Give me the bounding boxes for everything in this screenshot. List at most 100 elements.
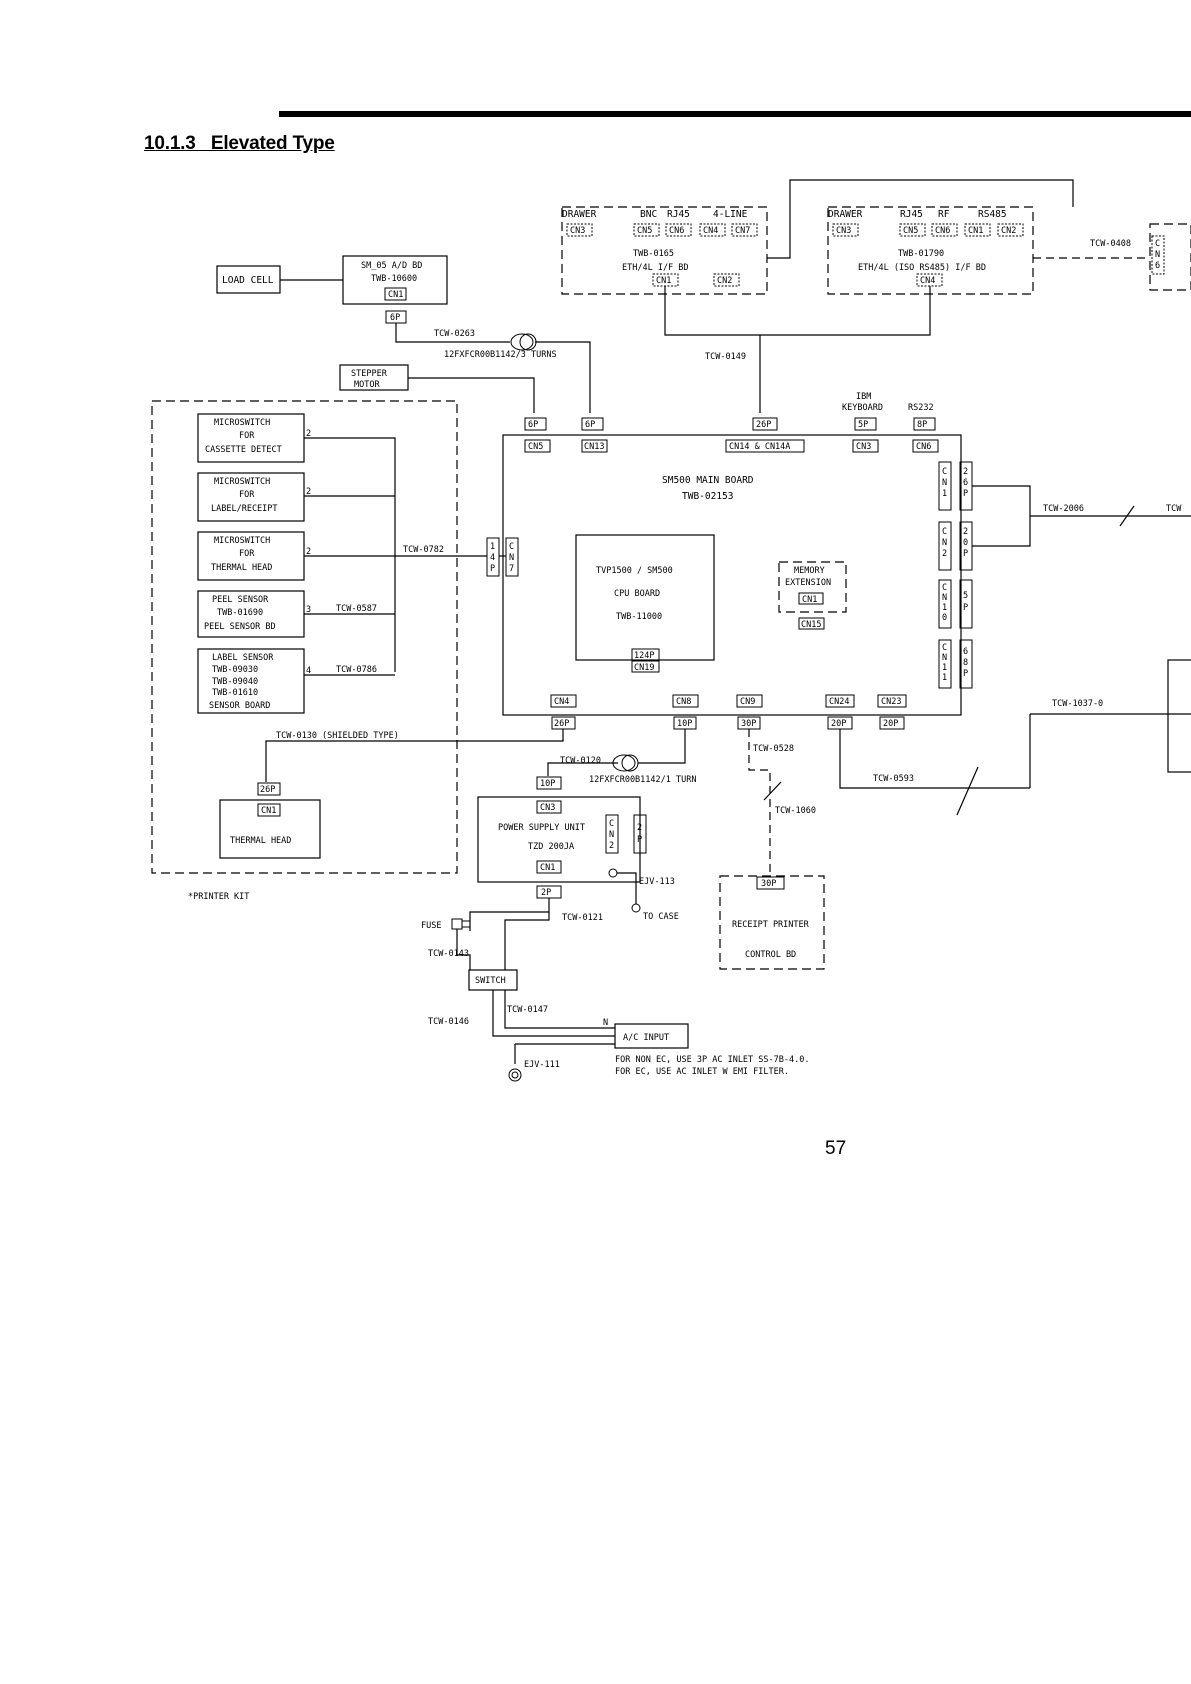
psu-model: TZD 200JA xyxy=(528,842,574,852)
ground-label: EJV-111 xyxy=(524,1060,560,1070)
label: RS485 xyxy=(978,209,1007,220)
svg-text:0: 0 xyxy=(942,613,947,623)
connector-label: CN19 xyxy=(634,663,654,673)
text: FOR xyxy=(239,490,255,500)
label: 4-LINE xyxy=(713,209,748,220)
label: RF xyxy=(938,209,950,220)
svg-text:2: 2 xyxy=(963,467,968,477)
cable-label: TCW-0149 xyxy=(705,352,746,362)
pin-label: 2 xyxy=(306,429,311,439)
connector-label: CN1 xyxy=(968,226,983,236)
cable-label: TCW-0130 (SHIELDED TYPE) xyxy=(276,731,399,741)
svg-text:N: N xyxy=(942,653,947,663)
part-number: TWB-01790 xyxy=(898,249,944,259)
svg-text:2: 2 xyxy=(942,549,947,559)
connector-label: C xyxy=(1155,239,1160,249)
cable-label: TCW-0147 xyxy=(507,1005,548,1015)
pin-label: 26P xyxy=(756,420,771,430)
text: MICROSWITCH xyxy=(214,536,270,546)
ferrite-label: 12FXFCR00B1142/1 TURN xyxy=(589,775,696,785)
pin-label: 1 xyxy=(490,542,495,552)
svg-text:P: P xyxy=(637,835,642,845)
fuse-label: FUSE xyxy=(421,921,441,931)
ac-note-2: FOR EC, USE AC INLET W EMI FILTER. xyxy=(615,1067,789,1077)
connector-label: CN1 xyxy=(261,806,276,816)
svg-text:7: 7 xyxy=(509,564,514,574)
ground-label: TO CASE xyxy=(643,912,679,922)
cable-label: TCW-0263 xyxy=(434,329,475,339)
label: RJ45 xyxy=(667,209,690,220)
svg-text:C: C xyxy=(942,527,947,537)
label: BNC xyxy=(640,209,657,220)
section-heading: 10.1.3 Elevated Type xyxy=(144,133,335,154)
connector-label: CN9 xyxy=(740,697,755,707)
text: LABEL/RECEIPT xyxy=(211,504,278,514)
label: DRAWER xyxy=(562,209,597,220)
connector-label: CN23 xyxy=(881,697,901,707)
cable-label: TCW-0143 xyxy=(428,949,469,959)
svg-text:N: N xyxy=(942,538,947,548)
text: TWB-01690 xyxy=(217,608,263,618)
ad-board-part: TWB-10600 xyxy=(371,274,417,284)
ac-note: FOR NON EC, USE 3P AC INLET SS-7B-4.0. xyxy=(615,1055,809,1065)
thermal-head-label: THERMAL HEAD xyxy=(230,836,291,846)
pin-label: 10P xyxy=(677,719,692,729)
ad-board-name: SM_05 A/D BD xyxy=(361,261,422,271)
label: RJ45 xyxy=(900,209,923,220)
connector-label: CN14 & CN14A xyxy=(729,442,790,452)
pin-label: 3 xyxy=(306,605,311,615)
svg-text:6: 6 xyxy=(963,647,968,657)
connector-label: CN3 xyxy=(836,226,851,236)
svg-text:1: 1 xyxy=(942,663,947,673)
ac-input-label: A/C INPUT xyxy=(623,1033,669,1043)
connector-label: CN4 xyxy=(703,226,718,236)
text: PEEL SENSOR xyxy=(212,595,269,605)
text: RS232 xyxy=(908,403,934,413)
peel-sensor: PEEL SENSOR TWB-01690 PEEL SENSOR BD xyxy=(197,590,305,638)
connector-label: CN15 xyxy=(801,620,821,630)
pin-label: 8P xyxy=(917,420,927,430)
eth-board-twb0165: DRAWER BNC RJ45 4-LINE CN3 CN5 CN6 CN4 C… xyxy=(561,206,768,295)
text: SENSOR BOARD xyxy=(209,701,270,711)
microswitch-thermal-head: MICROSWITCH FOR THERMAL HEAD xyxy=(197,531,305,581)
cpu-label: TVP1500 / SM500 xyxy=(596,566,673,576)
psu-label: POWER SUPPLY UNIT xyxy=(498,823,585,833)
connector-label: CN7 xyxy=(735,226,750,236)
text: TWB-01610 xyxy=(212,688,258,698)
svg-text:C: C xyxy=(942,643,947,653)
text: MICROSWITCH xyxy=(214,477,270,487)
text: KEYBOARD xyxy=(842,403,883,413)
switch-label: SWITCH xyxy=(475,976,506,986)
text: FOR xyxy=(239,549,255,559)
printer-kit-label: *PRINTER KIT xyxy=(188,892,249,902)
main-board-part: TWB-02153 xyxy=(682,491,733,502)
svg-text:1: 1 xyxy=(942,603,947,613)
main-board-name: SM500 MAIN BOARD xyxy=(662,475,754,486)
ferrite-label: 12FXFCR00B1142/3 TURNS xyxy=(444,350,557,360)
eth-board-twb01790: DRAWER RJ45 RF RS485 CN3 CN5 CN6 CN1 CN2… xyxy=(827,206,1034,295)
pin-label: 20P xyxy=(883,719,898,729)
page-number: 57 xyxy=(825,1138,847,1159)
svg-text:1: 1 xyxy=(942,489,947,499)
text: TWB-09030 xyxy=(212,665,258,675)
svg-text:N: N xyxy=(509,553,514,563)
pin-label: 4 xyxy=(306,666,311,676)
pin-label: 30P xyxy=(741,719,756,729)
cable-label: TCW-0408 xyxy=(1090,239,1131,249)
microswitch-cassette: MICROSWITCH FOR CASSETTE DETECT xyxy=(197,413,305,463)
svg-text:P: P xyxy=(963,549,968,559)
pin-label: 5P xyxy=(858,420,868,430)
connector-label: CN6 xyxy=(916,442,931,452)
connector-label: CN4 xyxy=(920,276,935,286)
svg-text:8: 8 xyxy=(963,658,968,668)
pin-label: 6P xyxy=(585,420,595,430)
svg-text:N: N xyxy=(942,478,947,488)
label-sensor: LABEL SENSOR TWB-09030 TWB-09040 TWB-016… xyxy=(197,648,305,714)
svg-text:P: P xyxy=(963,489,968,499)
stepper-label: STEPPER xyxy=(351,369,388,379)
svg-text:C: C xyxy=(942,583,947,593)
connector-label: CN5 xyxy=(637,226,652,236)
